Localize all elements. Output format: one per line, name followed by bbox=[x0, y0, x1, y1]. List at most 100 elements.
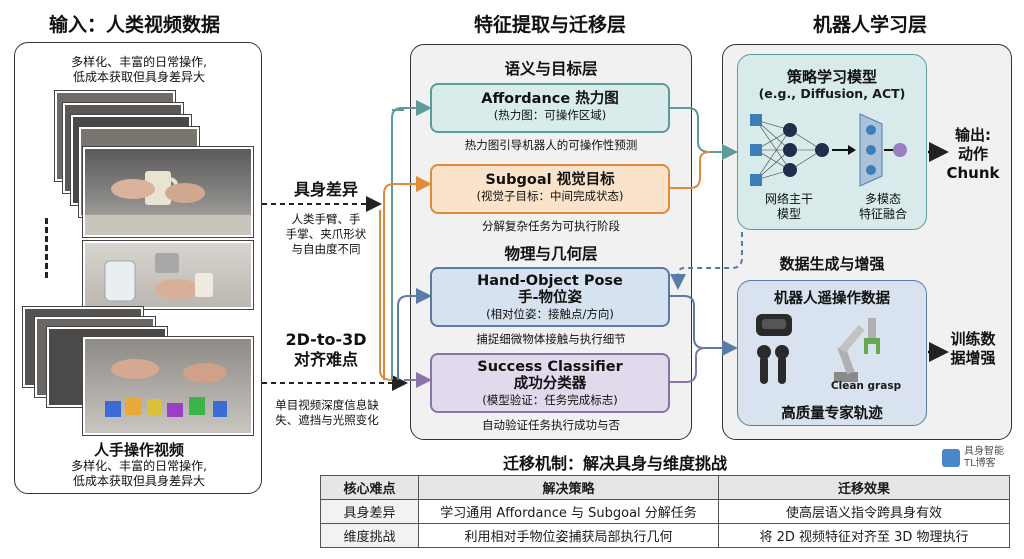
vr-controller-icon bbox=[757, 345, 789, 384]
policy-model-subtitle: (e.g., Diffusion, ACT) bbox=[758, 86, 906, 101]
output-action-chunk: 输出: 动作 Chunk bbox=[940, 126, 1006, 183]
affordance-to-policy bbox=[670, 107, 738, 160]
alignment-title: 2D-to-3D 对齐难点 bbox=[270, 330, 382, 370]
output-chunk: Chunk bbox=[946, 164, 1000, 182]
affordance-title: Affordance 热力图 bbox=[481, 91, 619, 107]
pose-sub: (相对位姿：接触点/方向) bbox=[486, 307, 614, 321]
human-video-stack-top bbox=[55, 91, 255, 309]
classifier-to-teleop bbox=[670, 347, 707, 383]
output-action: 动作 bbox=[957, 145, 988, 163]
header-cell: 核心难点 bbox=[320, 475, 419, 500]
physical-layer-title: 物理与几何层 bbox=[504, 245, 598, 263]
table-row: 维度挑战 利用相对手物位姿捕获局部执行几何 将 2D 视频特征对齐至 3D 物理… bbox=[320, 523, 1010, 548]
subgoal-title: Subgoal 视觉目标 bbox=[485, 172, 615, 188]
alignment-title-line-2: 对齐难点 bbox=[293, 350, 358, 369]
embodiment-gap-desc: 人类手臂、手 手掌、夹爪形状 与自由度不同 bbox=[266, 212, 386, 257]
fusion-line-1: 多模态 bbox=[864, 192, 901, 206]
fusion-line-2: 特征融合 bbox=[858, 207, 907, 221]
input-column-title: 输入：人类视频数据 bbox=[48, 14, 220, 36]
table-header-row: 核心难点 解决策略 迁移效果 bbox=[320, 475, 1010, 500]
alignment-title-line-1: 2D-to-3D bbox=[285, 330, 367, 349]
human-video-stack-bottom bbox=[23, 307, 255, 435]
success-classifier-box: Success Classifier 成功分类器 (模型验证：任务完成标志) bbox=[430, 353, 670, 413]
human-video-title: 人手操作视频 bbox=[93, 441, 184, 459]
alignment-desc: 单目视频深度信息缺 失、遮挡与光照变化 bbox=[262, 398, 392, 428]
arrow-to-subgoal bbox=[383, 176, 432, 380]
data-gen-title: 数据生成与增强 bbox=[779, 255, 885, 273]
robot-column-title: 机器人学习层 bbox=[812, 14, 927, 36]
embodiment-gap-title: 具身差异 bbox=[293, 180, 358, 199]
feature-column-title: 特征提取与迁移层 bbox=[473, 14, 626, 36]
arrow-to-pose bbox=[397, 288, 432, 380]
input-top-text: 多样化、丰富的日常操作, 低成本获取但具身差异大 bbox=[15, 55, 263, 85]
data-augmentation-output: 训练数 据增强 bbox=[940, 330, 1006, 368]
clean-grasp-label: Clean grasp bbox=[830, 380, 902, 392]
input-node bbox=[750, 174, 762, 186]
input-node bbox=[750, 144, 762, 156]
watermark-logo-icon bbox=[942, 449, 960, 467]
video-frame-cup bbox=[83, 147, 253, 237]
pose-to-teleop bbox=[670, 295, 738, 356]
embodiment-desc-line-3: 与自由度不同 bbox=[291, 242, 361, 256]
subgoal-sub: (视觉子目标：中间完成状态) bbox=[476, 189, 624, 203]
policy-model-title: 策略学习模型 bbox=[786, 68, 877, 86]
input-top-line-2: 低成本获取但具身差异大 bbox=[72, 70, 205, 84]
backbone-label: 网络主干 模型 bbox=[744, 192, 834, 222]
mechanism-title: 迁移机制：解决具身与维度挑战 bbox=[502, 454, 727, 473]
classifier-title: Success Classifier bbox=[477, 359, 623, 375]
aug-line-2: 据增强 bbox=[950, 349, 996, 367]
pouring-scene-illustration bbox=[104, 253, 213, 302]
affordance-box: Affordance 热力图 (热力图：可操作区域) bbox=[430, 83, 670, 133]
hidden-node bbox=[783, 143, 797, 157]
pose-caption: 捕捉细微物体接触与执行细节 bbox=[476, 332, 626, 346]
robot-arm-icon bbox=[834, 318, 880, 382]
table-row: 具身差异 学习通用 Affordance 与 Subgoal 分解任务 使高层语… bbox=[320, 499, 1010, 524]
table-cell: 具身差异 bbox=[320, 499, 419, 524]
mechanism-table: 核心难点 解决策略 迁移效果 具身差异 学习通用 Affordance 与 Su… bbox=[320, 475, 1010, 548]
expert-trajectory-label: 高质量专家轨迹 bbox=[781, 406, 883, 422]
backbone-line-1: 网络主干 bbox=[764, 192, 813, 206]
header-cell: 迁移效果 bbox=[718, 475, 1010, 500]
watermark-line-2: TL博客 bbox=[964, 458, 996, 469]
embodiment-desc-line-1: 人类手臂、手 bbox=[291, 212, 361, 226]
table-cell: 使高层语义指令跨具身有效 bbox=[718, 499, 1010, 524]
teleop-illustration bbox=[756, 314, 880, 384]
embodiment-desc-line-2: 手掌、夹爪形状 bbox=[285, 227, 367, 241]
affordance-caption: 热力图引导机器人的可操作性预测 bbox=[464, 138, 638, 152]
vr-headset-icon bbox=[756, 314, 792, 336]
hidden-node bbox=[783, 163, 797, 177]
output-label: 输出: bbox=[955, 126, 991, 144]
input-bottom-text: 多样化、丰富的日常操作, 低成本获取但具身差异大 bbox=[15, 459, 263, 489]
alignment-desc-line-2: 失、遮挡与光照变化 bbox=[275, 413, 379, 427]
semantic-layer-title: 语义与目标层 bbox=[504, 60, 598, 78]
blocks-scene-illustration bbox=[105, 359, 227, 417]
video-frame-pouring bbox=[83, 241, 253, 309]
classifier-title-cn: 成功分类器 bbox=[513, 376, 587, 392]
teleop-title: 机器人遥操作数据 bbox=[774, 291, 890, 307]
header-cell: 解决策略 bbox=[418, 475, 719, 500]
video-frame-blocks bbox=[83, 337, 253, 435]
orange-branch bbox=[379, 210, 393, 381]
cup-scene-illustration bbox=[85, 171, 251, 235]
feedback-dashed-arrow bbox=[670, 232, 743, 290]
input-bottom-line-2: 低成本获取但具身差异大 bbox=[72, 474, 205, 488]
classifier-sub: (模型验证：任务完成标志) bbox=[482, 393, 618, 407]
hand-object-pose-box: Hand-Object Pose 手-物位姿 (相对位姿：接触点/方向) bbox=[430, 267, 670, 327]
input-node bbox=[750, 114, 762, 126]
table-cell: 学习通用 Affordance 与 Subgoal 分解任务 bbox=[418, 499, 719, 524]
alignment-desc-line-1: 单目视频深度信息缺 bbox=[275, 398, 379, 412]
pose-title: Hand-Object Pose bbox=[477, 273, 623, 289]
policy-model-panel bbox=[737, 54, 927, 230]
output-node bbox=[815, 143, 829, 157]
fusion-label: 多模态 特征融合 bbox=[838, 192, 928, 222]
watermark: 具身智能 TL博客 bbox=[942, 446, 1004, 470]
hidden-node bbox=[783, 123, 797, 137]
aug-line-1: 训练数 bbox=[950, 330, 996, 348]
affordance-sub: (热力图：可操作区域) bbox=[493, 108, 607, 122]
network-illustration bbox=[750, 113, 907, 187]
table-cell: 将 2D 视频特征对齐至 3D 物理执行 bbox=[718, 523, 1010, 548]
backbone-line-2: 模型 bbox=[776, 207, 801, 221]
table-cell: 利用相对手物位姿捕获局部执行几何 bbox=[418, 523, 719, 548]
input-top-line-1: 多样化、丰富的日常操作, bbox=[71, 55, 207, 69]
